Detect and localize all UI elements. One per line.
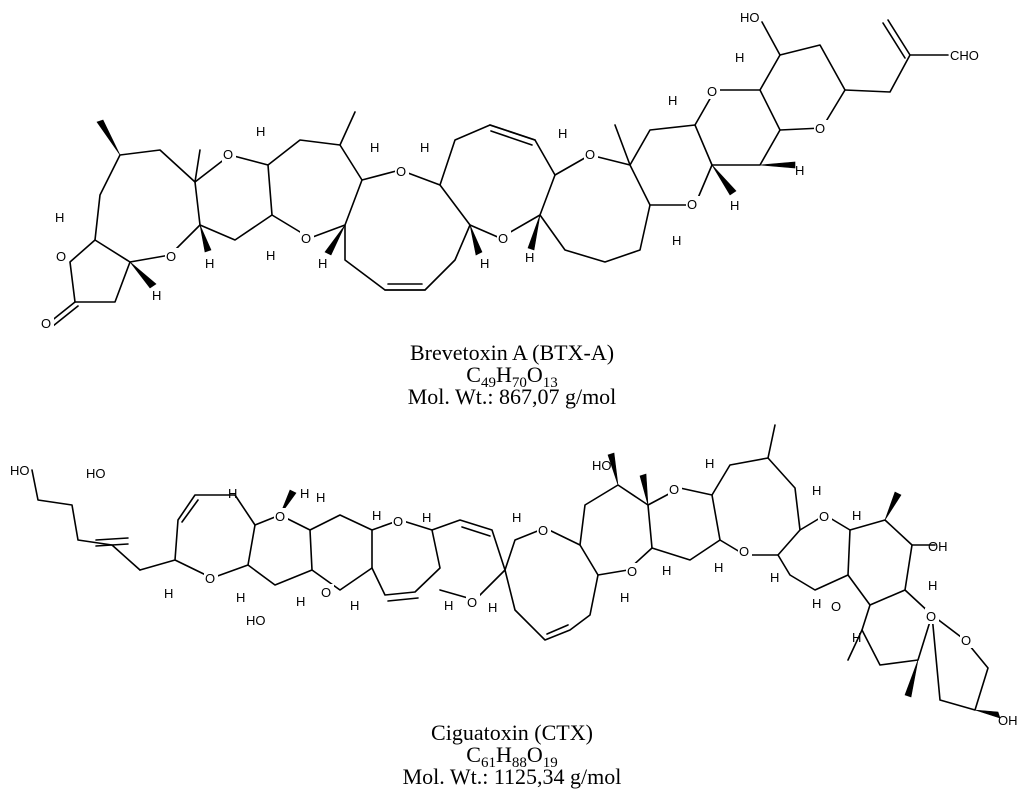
- svg-text:H: H: [164, 586, 173, 601]
- brevetoxin-oxygen-labels: O O O O O O O O O O O: [40, 83, 828, 331]
- svg-text:O: O: [498, 231, 508, 246]
- svg-text:H: H: [512, 510, 521, 525]
- svg-text:H: H: [770, 570, 779, 585]
- ciguatoxin-formula: C61H88O19: [466, 742, 558, 771]
- svg-text:H: H: [372, 508, 381, 523]
- brevetoxin-a-structure: O O O O O O O O O O O HO CHO H H H H H H…: [40, 10, 979, 331]
- svg-text:H: H: [236, 590, 245, 605]
- svg-text:H: H: [662, 563, 671, 578]
- svg-text:H: H: [735, 50, 744, 65]
- svg-text:H: H: [668, 93, 677, 108]
- svg-text:O: O: [739, 544, 749, 559]
- svg-text:O: O: [538, 523, 548, 538]
- svg-text:H: H: [812, 483, 821, 498]
- svg-text:H: H: [300, 486, 309, 501]
- svg-text:H: H: [316, 490, 325, 505]
- svg-text:O: O: [166, 249, 176, 264]
- svg-text:O: O: [815, 121, 825, 136]
- svg-text:H: H: [480, 256, 489, 271]
- svg-text:O: O: [926, 609, 936, 624]
- ciguatoxin-hydrogen-labels: H H H H H H H H H H H H H H H H H H H H …: [164, 456, 937, 645]
- svg-text:O: O: [831, 599, 841, 614]
- svg-text:H: H: [730, 198, 739, 213]
- svg-text:H: H: [266, 248, 275, 263]
- svg-text:O: O: [961, 633, 971, 648]
- ciguatoxin-ho-label-1: HO: [10, 463, 30, 478]
- svg-text:O: O: [393, 514, 403, 529]
- svg-text:H: H: [714, 560, 723, 575]
- svg-text:O: O: [301, 231, 311, 246]
- svg-text:O: O: [819, 509, 829, 524]
- svg-text:O: O: [56, 249, 66, 264]
- brevetoxin-name: Brevetoxin A (BTX-A): [409, 340, 615, 365]
- svg-text:O: O: [223, 147, 233, 162]
- svg-text:H: H: [672, 233, 681, 248]
- svg-text:O: O: [205, 571, 215, 586]
- svg-text:H: H: [852, 630, 861, 645]
- brevetoxin-formula: C49H70O13: [466, 362, 558, 391]
- svg-text:H: H: [205, 256, 214, 271]
- svg-text:H: H: [558, 126, 567, 141]
- ciguatoxin-oxygen-labels: O O O O O O O O O O O O O: [204, 481, 974, 648]
- svg-text:O: O: [396, 164, 406, 179]
- brevetoxin-mol-wt: Mol. Wt.: 867,07 g/mol: [407, 384, 617, 409]
- svg-text:O: O: [41, 316, 51, 331]
- svg-text:O: O: [321, 585, 331, 600]
- svg-text:H: H: [318, 256, 327, 271]
- svg-text:O: O: [669, 482, 679, 497]
- ciguatoxin-structure: HO HO HO HO OH OH O O O O O O O O O O O …: [10, 424, 1018, 728]
- svg-text:H: H: [152, 288, 161, 303]
- svg-text:H: H: [55, 210, 64, 225]
- svg-text:O: O: [627, 564, 637, 579]
- brevetoxin-ho-label: HO: [740, 10, 760, 25]
- svg-text:H: H: [488, 600, 497, 615]
- svg-text:O: O: [585, 147, 595, 162]
- brevetoxin-cho-label: CHO: [950, 48, 979, 63]
- ciguatoxin-caption: Ciguatoxin (CTX) C61H88O19 Mol. Wt.: 112…: [0, 722, 1024, 788]
- brevetoxin-hydrogen-labels: H H H H H H H H H H H H H H H H: [55, 50, 804, 303]
- brevetoxin-caption: Brevetoxin A (BTX-A) C49H70O13 Mol. Wt.:…: [0, 342, 1024, 408]
- ciguatoxin-mol-wt: Mol. Wt.: 1125,34 g/mol: [402, 764, 622, 789]
- ciguatoxin-ho-label-4: HO: [592, 458, 612, 473]
- svg-text:H: H: [370, 140, 379, 155]
- svg-text:O: O: [707, 84, 717, 99]
- ciguatoxin-ho-label-3: HO: [246, 613, 266, 628]
- svg-text:H: H: [228, 486, 237, 501]
- ciguatoxin-oh-label-2: OH: [998, 713, 1018, 728]
- svg-text:H: H: [422, 510, 431, 525]
- svg-text:H: H: [705, 456, 714, 471]
- svg-text:O: O: [467, 595, 477, 610]
- ciguatoxin-name: Ciguatoxin (CTX): [431, 720, 593, 745]
- svg-text:H: H: [620, 590, 629, 605]
- svg-text:H: H: [795, 163, 804, 178]
- svg-text:H: H: [812, 596, 821, 611]
- svg-text:H: H: [852, 508, 861, 523]
- svg-text:H: H: [444, 598, 453, 613]
- svg-text:H: H: [296, 594, 305, 609]
- svg-text:O: O: [275, 509, 285, 524]
- svg-text:H: H: [420, 140, 429, 155]
- svg-text:H: H: [928, 578, 937, 593]
- svg-text:O: O: [687, 197, 697, 212]
- svg-text:H: H: [525, 250, 534, 265]
- ciguatoxin-ho-label-2: HO: [86, 466, 106, 481]
- ciguatoxin-oh-label-1: OH: [928, 539, 948, 554]
- svg-text:H: H: [350, 598, 359, 613]
- svg-text:H: H: [256, 124, 265, 139]
